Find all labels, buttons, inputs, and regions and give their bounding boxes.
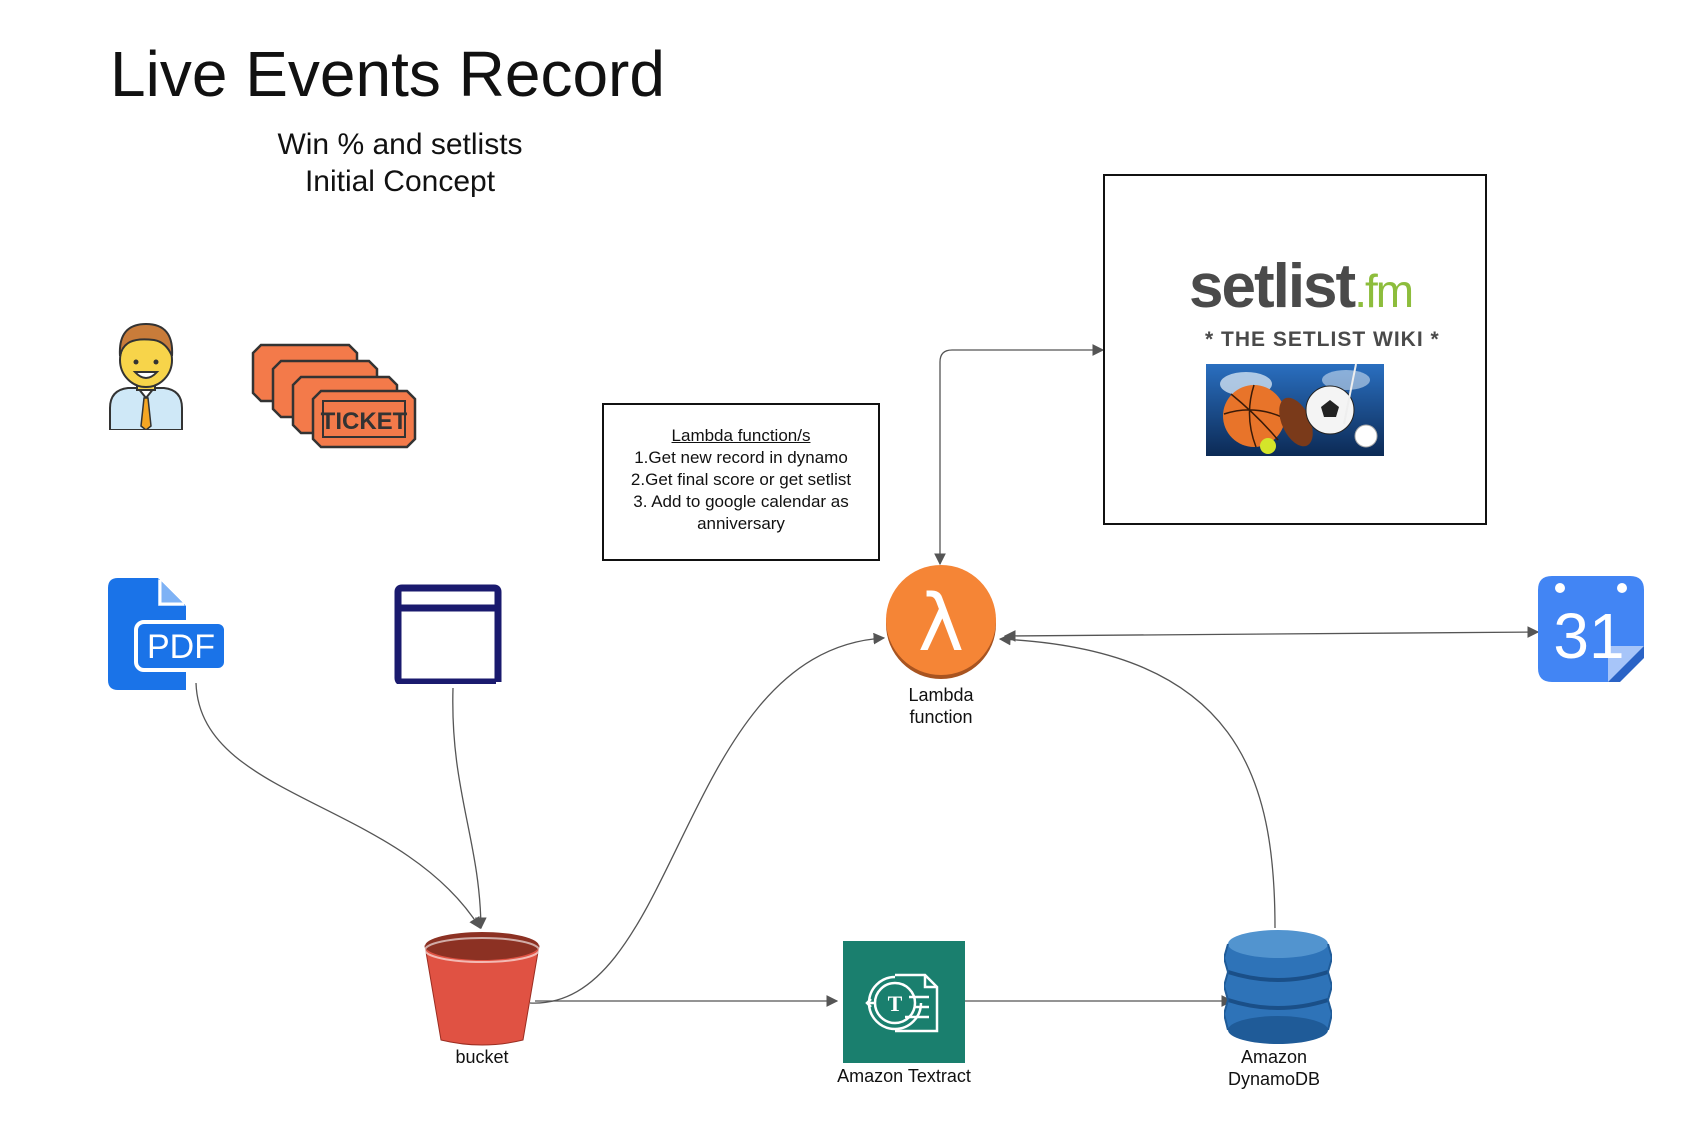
notes-line: anniversary [697,514,785,533]
lambda-symbol: λ [918,579,964,669]
user-icon [109,322,183,430]
google-calendar-icon: 31 [1538,576,1644,682]
setlist-fm-box: setlist.fm * THE SETLIST WIKI * [1103,174,1487,525]
edge-lambda-to-setlist [934,344,1105,566]
lambda-label: Lambda function [908,685,974,727]
textract-label: Amazon Textract [837,1066,971,1086]
notes-line: 3. Add to google calendar as [633,492,849,511]
pdf-icon: PDF [108,578,228,690]
edge-browser-to-bucket [452,687,487,930]
textract-icon: T [843,941,965,1063]
dynamodb-icon [1224,930,1332,1044]
svg-text:T: T [888,991,903,1016]
edge-bucket-to-lambda [529,632,886,1004]
pdf-label: PDF [147,628,215,666]
edge-lambda-to-calendar [1003,626,1540,642]
dynamodb-label: Amazon DynamoDB [1227,1047,1321,1089]
subtitle-line: Win % and setlists [277,128,523,161]
browser-window-icon [394,584,502,684]
setlist-brand-suffix: .fm [1354,265,1414,317]
setlist-brand: setlist [1189,252,1356,321]
sports-balls-image [1206,364,1384,456]
bucket-label: bucket [455,1047,509,1067]
setlist-tagline: * THE SETLIST WIKI * [1205,328,1440,351]
calendar-label: 31 [1553,600,1624,672]
notes-heading: Lambda function/s [671,426,811,445]
page-title: Live Events Record [110,38,665,110]
s3-bucket-icon [424,932,540,1046]
lambda-notes-box: Lambda function/s 1.Get new record in dy… [602,403,880,561]
lambda-icon: λ [886,565,996,679]
setlist-fm-logo: setlist.fm [1189,256,1414,318]
ticket-label: TICKET [321,408,408,435]
ticket-icon: TICKET [251,343,417,449]
notes-line: 1.Get new record in dynamo [634,448,848,467]
edge-pdf-to-bucket [195,682,481,929]
notes-line: 2.Get final score or get setlist [630,470,852,489]
edge-dynamodb-to-lambda [998,633,1276,929]
subtitle-line: Initial Concept [304,165,496,198]
